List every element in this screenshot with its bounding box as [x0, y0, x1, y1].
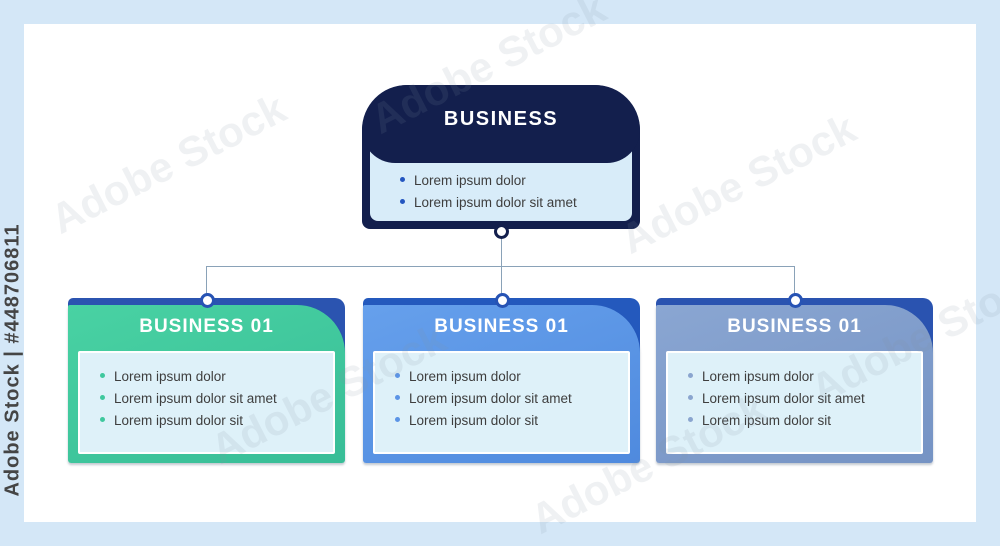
bullet-item: Lorem ipsum dolor sit amet — [100, 388, 325, 410]
bullet-item: Lorem ipsum dolor sit — [100, 410, 325, 432]
bullet-text: Lorem ipsum dolor sit — [114, 413, 244, 428]
bullet-dot-icon — [400, 198, 405, 204]
child-node-panel: Lorem ipsum dolor Lorem ipsum dolor sit … — [78, 351, 335, 454]
child-node-title: BUSINESS 01 — [727, 316, 862, 337]
bullet-text: Lorem ipsum dolor sit amet — [414, 194, 577, 210]
bullet-item: Lorem ipsum dolor sit amet — [395, 388, 620, 410]
child-node-3: BUSINESS 01 Lorem ipsum dolor Lorem ipsu… — [656, 293, 933, 463]
bullet-dot-icon — [100, 373, 105, 378]
bullet-dot-icon — [395, 373, 400, 378]
child-link-circle-icon — [787, 293, 803, 308]
bullet-item: Lorem ipsum dolor — [688, 366, 913, 388]
root-node-bullets: Lorem ipsum dolor Lorem ipsum dolor sit … — [400, 170, 626, 213]
child-node-card: BUSINESS 01 Lorem ipsum dolor Lorem ipsu… — [656, 305, 933, 463]
bullet-text: Lorem ipsum dolor — [414, 173, 526, 188]
connector-drop-1 — [206, 266, 207, 297]
bullet-dot-icon — [100, 395, 105, 400]
bullet-item: Lorem ipsum dolor — [400, 170, 626, 192]
child-link-circle-icon — [494, 293, 510, 308]
child-node-card: BUSINESS 01 Lorem ipsum dolor Lorem ipsu… — [363, 305, 640, 463]
child-node-panel: Lorem ipsum dolor Lorem ipsum dolor sit … — [373, 351, 630, 454]
bullet-dot-icon — [688, 395, 693, 400]
root-link-circle-icon — [494, 224, 509, 239]
bullet-dot-icon — [100, 417, 105, 422]
bullet-item: Lorem ipsum dolor sit — [395, 410, 620, 432]
child-node-panel: Lorem ipsum dolor Lorem ipsum dolor sit … — [666, 351, 923, 454]
bullet-dot-icon — [688, 373, 693, 378]
connector-drop-3 — [794, 266, 795, 297]
connector-drop-2 — [501, 266, 502, 297]
bullet-item: Lorem ipsum dolor sit — [688, 410, 913, 432]
child-node-title: BUSINESS 01 — [139, 316, 274, 337]
child-link-circle-icon — [199, 293, 215, 308]
bullet-item: Lorem ipsum dolor — [395, 366, 620, 388]
bullet-item: Lorem ipsum dolor sit amet — [400, 192, 626, 214]
bullet-item: Lorem ipsum dolor — [100, 366, 325, 388]
bullet-dot-icon — [395, 417, 400, 422]
child-node-card: BUSINESS 01 Lorem ipsum dolor Lorem ipsu… — [68, 305, 345, 463]
bullet-dot-icon — [400, 177, 405, 182]
connector-stem — [501, 238, 502, 266]
bullet-text: Lorem ipsum dolor — [114, 369, 226, 384]
child-node-2: BUSINESS 01 Lorem ipsum dolor Lorem ipsu… — [363, 293, 640, 463]
child-node-1: BUSINESS 01 Lorem ipsum dolor Lorem ipsu… — [68, 293, 345, 463]
bullet-text: Lorem ipsum dolor sit — [409, 413, 539, 428]
bullet-text: Lorem ipsum dolor sit amet — [409, 391, 572, 406]
bullet-text: Lorem ipsum dolor — [702, 369, 814, 384]
bullet-item: Lorem ipsum dolor sit amet — [688, 388, 913, 410]
root-node-header: BUSINESS — [362, 85, 640, 163]
bullet-text: Lorem ipsum dolor sit amet — [114, 391, 277, 406]
child-node-bullets: Lorem ipsum dolor Lorem ipsum dolor sit … — [395, 366, 620, 432]
child-node-bullets: Lorem ipsum dolor Lorem ipsum dolor sit … — [688, 366, 913, 432]
root-node: BUSINESS Lorem ipsum dolor Lorem ipsum d… — [362, 85, 640, 239]
bullet-text: Lorem ipsum dolor sit amet — [702, 391, 865, 406]
child-node-title: BUSINESS 01 — [434, 316, 569, 337]
connector-rail — [206, 266, 795, 267]
watermark-side-text: Adobe Stock | #448706811 — [1, 223, 24, 497]
bullet-dot-icon — [688, 417, 693, 422]
child-node-bullets: Lorem ipsum dolor Lorem ipsum dolor sit … — [100, 366, 325, 432]
bullet-dot-icon — [395, 395, 400, 400]
bullet-text: Lorem ipsum dolor sit — [702, 413, 832, 428]
root-node-title: BUSINESS — [443, 108, 559, 130]
bullet-text: Lorem ipsum dolor — [409, 369, 521, 384]
